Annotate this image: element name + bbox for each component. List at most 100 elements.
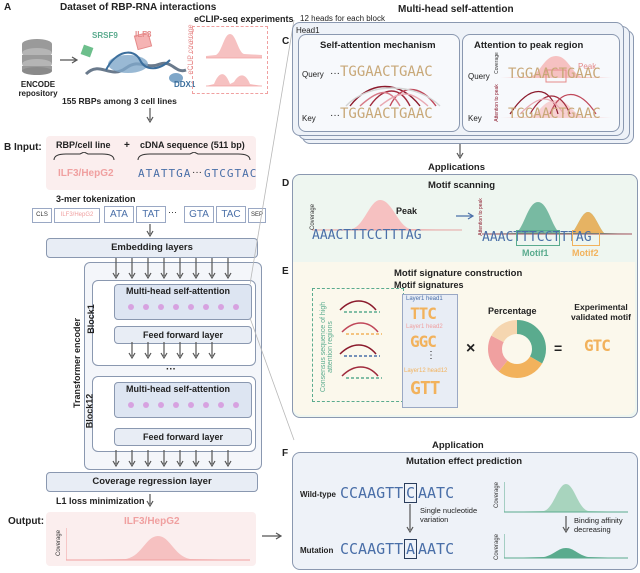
- peak-attention-title: Attention to peak region: [474, 40, 584, 51]
- wildtype-label: Wild-type: [300, 490, 336, 499]
- block12-ffl-label: Feed forward layer: [142, 432, 224, 442]
- block1-arrows: [128, 342, 216, 360]
- input-background: [46, 136, 256, 190]
- tokenization-label: 3-mer tokenization: [56, 194, 136, 204]
- signature-l12h12: Layer12 head12: [404, 368, 448, 374]
- peak-query-label: Query: [468, 72, 490, 81]
- attention-dot: [128, 402, 134, 408]
- query-label: Query: [302, 70, 324, 79]
- panel-d-letter: D: [282, 178, 290, 189]
- signature-l1h2: Layer1 head2: [406, 324, 443, 330]
- mutation-seq-left: CCAAGTT: [340, 540, 404, 558]
- wildtype-seq-right: AATC: [418, 484, 455, 502]
- head1-label: Head1: [296, 26, 320, 35]
- coverage-regression-label: Coverage regression layer: [92, 476, 212, 487]
- consensus-arcs: [339, 300, 382, 379]
- signature-l1h1: Layer1 head1: [406, 296, 443, 302]
- self-attention-title: Self-attention mechanism: [320, 40, 436, 51]
- query-dots: ···: [330, 68, 340, 79]
- panel-c-letter: C: [282, 36, 290, 47]
- signature-logo-1: TTC: [410, 304, 437, 323]
- token-sep: SEP: [248, 208, 266, 223]
- arrow-down-icon: [146, 494, 154, 508]
- panel-e-letter: E: [282, 266, 289, 277]
- mutation-coverage-axis: Coverage: [494, 533, 501, 561]
- cdna-seq-dots: ···: [192, 167, 202, 178]
- block12-mhsa-box: [114, 382, 252, 418]
- panel-f-title: Mutation effect prediction: [406, 456, 523, 467]
- percentage-title: Percentage: [488, 306, 537, 316]
- motif1-box: [516, 230, 560, 246]
- block1-label: Block1: [85, 304, 96, 334]
- attention-dot: [158, 304, 164, 310]
- encode-label: ENCODE repository: [18, 80, 58, 98]
- encoder-arrows-top: [112, 258, 232, 280]
- motif-attention-plot: [482, 202, 632, 235]
- database-icon: [22, 39, 52, 75]
- panel-a-letter: A: [4, 2, 12, 13]
- block1-ffl-label: Feed forward layer: [142, 330, 224, 340]
- wildtype-seq-left: CCAAGTT: [340, 484, 404, 502]
- attention-dot: [218, 304, 224, 310]
- block1-ffl-box: Feed forward layer: [114, 326, 252, 344]
- attention-dot: [173, 402, 179, 408]
- attention-dot: [203, 402, 209, 408]
- query-seq: TGGAACTGAAC: [340, 64, 433, 80]
- equals-sign: =: [554, 340, 563, 356]
- eclip-coverage-axis: eCLIP coverage: [187, 24, 195, 75]
- motif-seq: AAACTTTCCTTTAG: [312, 228, 422, 243]
- wildtype-coverage-axis: Coverage: [494, 481, 501, 509]
- cdna-title: cDNA sequence (511 bp): [140, 140, 245, 150]
- motif-peak-label: Peak: [396, 206, 418, 216]
- encoder-label: Transformer encoder: [72, 317, 82, 409]
- times-sign: ×: [466, 340, 476, 357]
- percentage-donut: [488, 320, 546, 378]
- mutation-seq-right: AATC: [418, 540, 455, 558]
- wildtype-coverage-plot: [504, 482, 628, 513]
- token-dots: ···: [168, 207, 177, 217]
- input-label: Input:: [14, 142, 42, 153]
- panel-f-letter: F: [282, 448, 289, 459]
- brace-right: [137, 152, 251, 161]
- peak-attention-axis: Attention to peak: [493, 84, 500, 122]
- output-value: ILF3/HepG2: [124, 516, 180, 527]
- srsf9-label: SRSF9: [92, 31, 118, 40]
- ddx1-label: DDX1: [174, 80, 196, 89]
- attention-dot: [203, 304, 209, 310]
- attention-dot: [233, 402, 239, 408]
- attention-dot: [143, 402, 149, 408]
- validated-logo: GTC: [584, 336, 611, 355]
- rbp-cell-title: RBP/cell line: [56, 140, 111, 150]
- embedding-layer-box: Embedding layers: [46, 238, 258, 258]
- peak-attention-plot: [500, 56, 612, 118]
- validated-title: Experimental validated motif: [571, 302, 631, 322]
- signature-logo-3: GTT: [410, 378, 440, 399]
- plus-sign: +: [124, 140, 130, 151]
- motif2-box: [572, 230, 600, 246]
- encoder-arrows-bottom: [112, 450, 232, 468]
- panel-d-title: Motif scanning: [428, 180, 496, 191]
- panel-c-title: Multi-head self-attention: [398, 4, 514, 15]
- peak-key-label: Key: [468, 114, 482, 123]
- motif2-label: Motif2: [572, 248, 599, 258]
- block12-ffl-box: Feed forward layer: [114, 428, 252, 446]
- arrow-right-icon: [456, 212, 475, 220]
- motif-seq-2: AAACTTTCCTTTAG: [482, 230, 592, 245]
- eclip-dashed-box: [192, 26, 268, 94]
- arrow-down-icon: [146, 224, 154, 238]
- attention-dot: [143, 304, 149, 310]
- signature-logo-2: GGC: [410, 332, 437, 351]
- token-tat: TAT: [136, 206, 166, 223]
- key-seq: TGGAACTGAAC: [340, 106, 433, 122]
- output-label: Output:: [8, 516, 45, 527]
- attention-dot: [128, 304, 134, 310]
- application-title: Application: [432, 440, 484, 451]
- output-coverage-axis: Coverage: [56, 529, 63, 557]
- key-dots: ···: [330, 110, 340, 121]
- key-label: Key: [302, 114, 316, 123]
- zoom-lines: [250, 20, 295, 441]
- arrow-down-icon: [562, 516, 570, 534]
- motif1-label: Motif1: [522, 248, 549, 258]
- block-dots: ···: [166, 364, 176, 375]
- panel-a-title: Dataset of RBP-RNA interactions: [60, 2, 217, 13]
